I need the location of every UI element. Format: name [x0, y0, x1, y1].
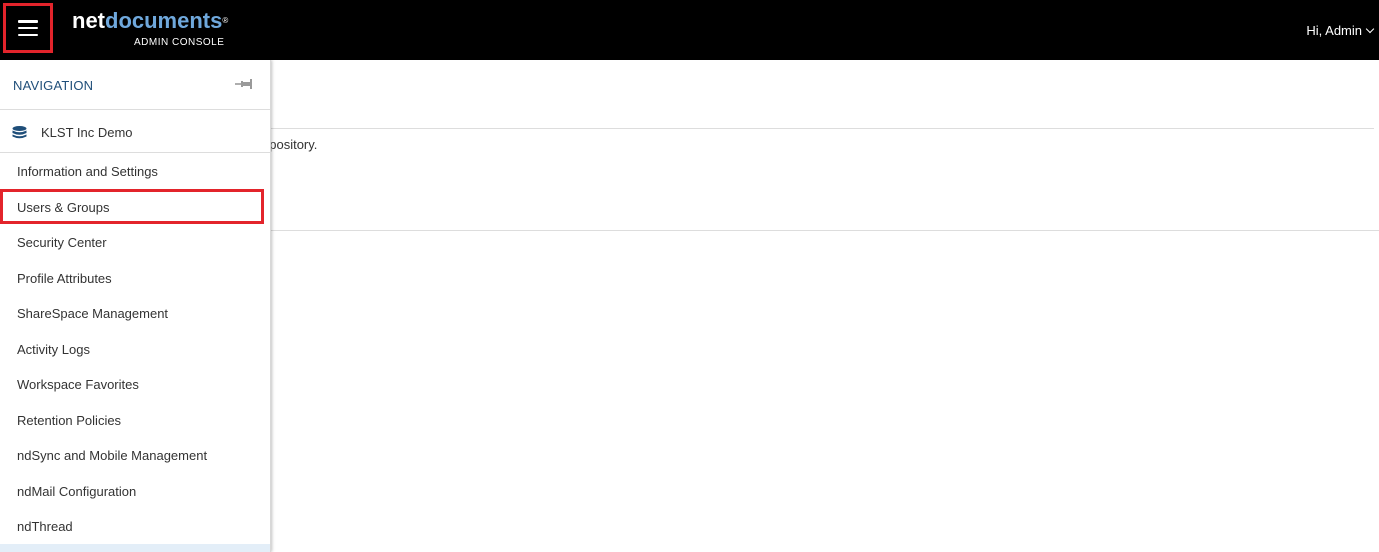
nav-item-label: Information and Settings	[17, 164, 158, 179]
chevron-down-icon	[1365, 24, 1375, 33]
database-icon	[12, 126, 27, 139]
user-menu[interactable]: Hi, Admin	[1306, 23, 1375, 38]
pin-icon[interactable]	[235, 78, 253, 90]
logo-registered-mark: ®	[222, 16, 229, 25]
nav-item-label: ShareSpace Management	[17, 306, 169, 321]
nav-item-label: ndMail Configuration	[17, 483, 137, 499]
navigation-header: NAVIGATION	[0, 60, 270, 110]
divider	[262, 230, 1379, 231]
hamburger-menu-button[interactable]	[3, 3, 53, 53]
logo-net: net	[72, 8, 105, 33]
netdocuments-logo[interactable]: netdocuments® ADMIN CONSOLE	[72, 9, 242, 51]
nav-item-next-partial[interactable]	[0, 544, 270, 552]
nav-item-label: Users & Groups	[17, 199, 110, 215]
nav-item-ndthread[interactable]: ndThread	[0, 508, 270, 544]
nav-item-profile-attributes[interactable]: Profile Attributes	[0, 260, 270, 296]
repository-name: KLST Inc Demo	[41, 125, 133, 140]
hamburger-menu-icon	[18, 20, 38, 36]
nav-item-label: Activity Logs	[17, 341, 90, 357]
nav-item-label: Profile Attributes	[17, 270, 112, 286]
divider	[262, 128, 1374, 129]
navigation-drawer: NAVIGATION KLST Inc Demo Information and…	[0, 60, 271, 552]
nav-item-label: ndThread	[17, 519, 73, 534]
logo-subtitle: ADMIN CONSOLE	[134, 37, 225, 48]
nav-item-label: ndSync and Mobile Management	[17, 448, 208, 463]
user-greeting: Hi, Admin	[1306, 23, 1362, 38]
nav-item-information-and-settings[interactable]: Information and Settings	[0, 153, 270, 189]
nav-item-label: Retention Policies	[17, 412, 122, 428]
top-bar: netdocuments® ADMIN CONSOLE Hi, Admin	[0, 0, 1379, 60]
nav-item-label: Security Center	[17, 235, 107, 250]
repository-item[interactable]: KLST Inc Demo	[0, 110, 270, 153]
nav-item-ndsync-mobile-management[interactable]: ndSync and Mobile Management	[0, 437, 270, 473]
nav-item-activity-logs[interactable]: Activity Logs	[0, 331, 270, 367]
navigation-list: Information and Settings Users & Groups …	[0, 153, 270, 544]
nav-item-security-center[interactable]: Security Center	[0, 224, 270, 260]
content-text: epository.	[262, 137, 318, 152]
logo-documents: documents	[105, 8, 223, 33]
nav-item-label: Workspace Favorites	[17, 377, 139, 392]
nav-item-sharespace-management[interactable]: ShareSpace Management	[0, 295, 270, 331]
nav-item-ndmail-configuration[interactable]: ndMail Configuration	[0, 473, 270, 509]
nav-item-users-and-groups[interactable]: Users & Groups	[0, 188, 264, 224]
main-content: epository.	[0, 60, 1379, 552]
nav-item-retention-policies[interactable]: Retention Policies	[0, 402, 270, 438]
navigation-title: NAVIGATION	[13, 78, 94, 93]
nav-item-workspace-favorites[interactable]: Workspace Favorites	[0, 366, 270, 402]
